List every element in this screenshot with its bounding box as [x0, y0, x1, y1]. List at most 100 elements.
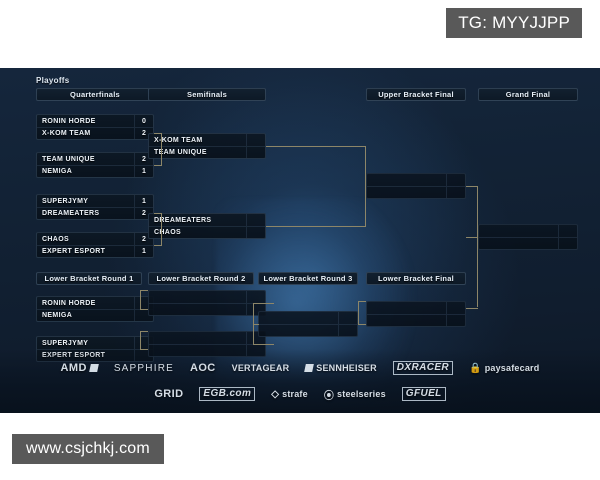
team-row[interactable]: X-KOM TEAM 2	[37, 127, 153, 139]
team-score: 1	[134, 195, 153, 207]
match-quarterfinal-1[interactable]: RONIN HORDE 0 X-KOM TEAM 2	[36, 114, 154, 140]
match-lower-bracket-final[interactable]	[366, 301, 466, 327]
team-score	[446, 174, 465, 186]
team-row[interactable]: RONIN HORDE 0	[37, 115, 153, 127]
team-row[interactable]: SUPERJYMY 1	[37, 195, 153, 207]
match-quarterfinal-2[interactable]: TEAM UNIQUE 2 NEMIGA 1	[36, 152, 154, 178]
team-row[interactable]: EXPERT ESPORT 1	[37, 245, 153, 257]
team-score	[246, 227, 265, 238]
match-quarterfinal-4[interactable]: CHAOS 2 EXPERT ESPORT 1	[36, 232, 154, 258]
team-row[interactable]: TEAM UNIQUE	[149, 146, 265, 158]
team-name: DREAMEATERS	[154, 216, 212, 224]
match-lower-round-3-1[interactable]	[258, 311, 358, 337]
match-semifinal-1[interactable]: X-KOM TEAM TEAM UNIQUE	[148, 133, 266, 159]
team-score	[134, 350, 153, 361]
match-quarterfinal-3[interactable]: SUPERJYMY 1 DREAMEATERS 2	[36, 194, 154, 220]
bracket-connector	[466, 186, 478, 187]
bracket-connector	[140, 349, 148, 350]
team-row[interactable]: CHAOS 2	[37, 233, 153, 245]
bracket-connector	[140, 331, 141, 349]
team-score	[134, 337, 153, 349]
team-row[interactable]	[367, 186, 465, 198]
bracket-connector	[161, 213, 162, 246]
team-score	[338, 312, 357, 324]
team-row[interactable]: X-KOM TEAM	[149, 134, 265, 146]
team-row[interactable]: RONIN HORDE	[37, 297, 153, 309]
bracket-connector	[140, 331, 148, 332]
team-name: DREAMEATERS	[42, 210, 100, 217]
team-score: 0	[134, 115, 153, 127]
bracket-connector	[154, 133, 162, 134]
team-row[interactable]: NEMIGA	[37, 309, 153, 321]
website-watermark-chip: www.csjchkj.com	[12, 434, 164, 464]
bracket-connector	[358, 301, 359, 324]
team-row[interactable]	[479, 225, 577, 237]
bracket-connector	[466, 308, 478, 309]
telegram-watermark-chip: TG: MYYJJPP	[446, 8, 582, 38]
round-header-quarterfinals[interactable]: Quarterfinals	[36, 88, 154, 101]
team-row[interactable]	[367, 314, 465, 326]
sponsor-logo-amd: AMD	[61, 362, 99, 374]
team-row[interactable]	[149, 332, 265, 344]
lock-icon: 🔒	[469, 362, 482, 374]
team-name: TEAM UNIQUE	[42, 155, 95, 163]
team-row[interactable]	[479, 237, 577, 249]
bracket-connector	[365, 146, 366, 227]
team-row[interactable]	[149, 344, 265, 356]
team-name: NEMIGA	[42, 312, 73, 319]
team-row[interactable]	[259, 312, 357, 324]
round-header-lower-bracket-round-2[interactable]: Lower Bracket Round 2	[148, 272, 254, 285]
match-lower-round-1-2[interactable]: SUPERJYMY EXPERT ESPORT	[36, 336, 154, 362]
team-row[interactable]: CHAOS	[149, 226, 265, 238]
bracket-connector	[161, 133, 162, 166]
sponsor-row-1: AMD SAPPHIRE AOC VERTAGEAR SENNHEISER DX…	[0, 355, 600, 381]
sponsor-name: SENNHEISER	[316, 363, 377, 373]
team-row[interactable]	[367, 174, 465, 186]
team-score	[134, 310, 153, 321]
team-score	[246, 332, 265, 344]
team-score: 2	[134, 208, 153, 219]
team-row[interactable]: DREAMEATERS	[149, 214, 265, 226]
round-header-upper-bracket-final[interactable]: Upper Bracket Final	[366, 88, 466, 101]
bracket-connector	[140, 290, 148, 291]
round-header-semifinals[interactable]: Semifinals	[148, 88, 266, 101]
round-header-lower-bracket-round-1[interactable]: Lower Bracket Round 1	[36, 272, 142, 285]
team-score	[246, 291, 265, 303]
sponsor-logo-strafe: ◇ strafe	[271, 389, 308, 400]
team-row[interactable]	[149, 303, 265, 315]
round-header-lower-bracket-round-3[interactable]: Lower Bracket Round 3	[258, 272, 358, 285]
team-row[interactable]: EXPERT ESPORT	[37, 349, 153, 361]
team-name: CHAOS	[154, 229, 182, 236]
team-row[interactable]	[259, 324, 357, 336]
team-row[interactable]	[367, 302, 465, 314]
match-lower-round-2-2[interactable]	[148, 331, 266, 357]
team-score	[558, 225, 577, 237]
team-name: SUPERJYMY	[42, 197, 89, 205]
team-row[interactable]: NEMIGA 1	[37, 165, 153, 177]
team-row[interactable]: TEAM UNIQUE 2	[37, 153, 153, 165]
sponsor-logo-dxracer: DXRACER	[392, 361, 454, 375]
team-name: RONIN HORDE	[42, 299, 96, 307]
sponsor-name: strafe	[282, 389, 308, 399]
team-score	[246, 147, 265, 158]
round-header-lower-bracket-final[interactable]: Lower Bracket Final	[366, 272, 466, 285]
sponsor-logo-grid: GRID	[154, 388, 184, 400]
match-upper-bracket-final[interactable]	[366, 173, 466, 199]
match-lower-round-2-1[interactable]	[148, 290, 266, 316]
team-row[interactable]: SUPERJYMY	[37, 337, 153, 349]
match-semifinal-2[interactable]: DREAMEATERS CHAOS	[148, 213, 266, 239]
team-name: TEAM UNIQUE	[154, 149, 207, 156]
bracket-connector	[140, 290, 141, 309]
sponsor-name: steelseries	[337, 389, 386, 399]
bracket-content-layer: Playoffs Quarterfinals Semifinals Upper …	[0, 68, 600, 413]
team-row[interactable]: DREAMEATERS 2	[37, 207, 153, 219]
round-header-grand-final[interactable]: Grand Final	[478, 88, 578, 101]
match-grand-final[interactable]	[478, 224, 578, 250]
bracket-connector	[266, 344, 274, 345]
team-row[interactable]	[149, 291, 265, 303]
sponsor-logo-steelseries: ⦿ steelseries	[324, 387, 386, 402]
match-lower-round-1-1[interactable]: RONIN HORDE NEMIGA	[36, 296, 154, 322]
steelseries-mark-icon: ⦿	[323, 390, 335, 402]
sponsor-logo-sennheiser: SENNHEISER	[304, 363, 377, 373]
team-name: EXPERT ESPORT	[42, 248, 106, 255]
